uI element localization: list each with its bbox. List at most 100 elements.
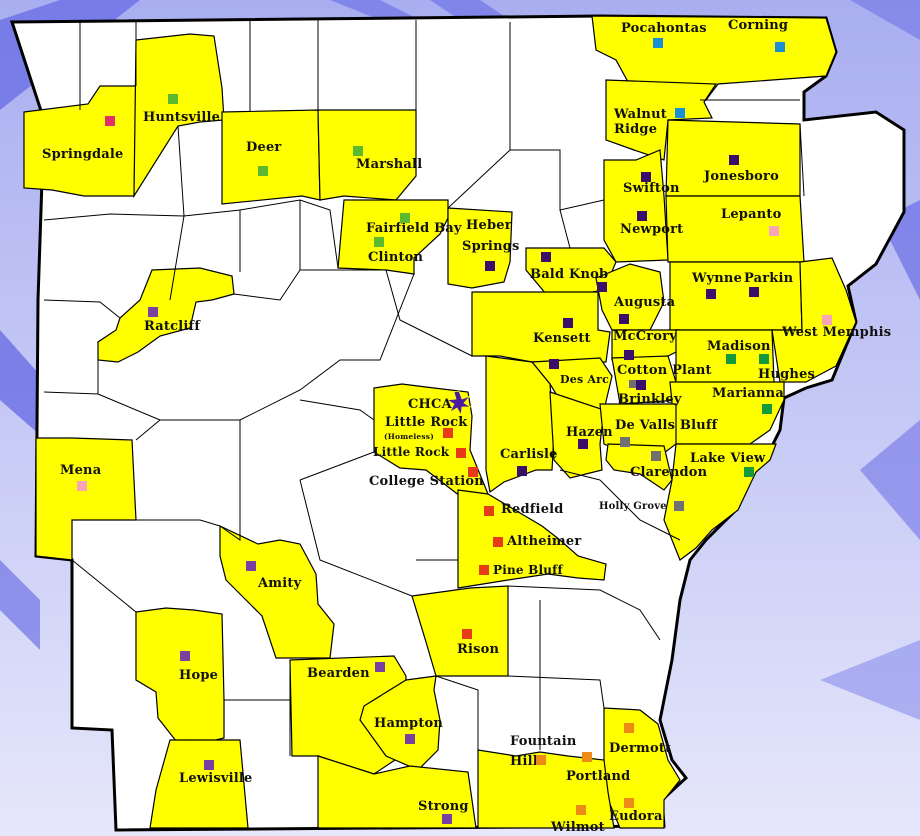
marker-amity xyxy=(246,561,256,571)
marker-carlisle xyxy=(517,466,527,476)
marker-kensett xyxy=(563,318,573,328)
marker-corning xyxy=(775,42,785,52)
label-hill: Hill xyxy=(510,754,538,769)
marker-jonesboro xyxy=(729,155,739,165)
label-chca: CHCA xyxy=(408,397,452,412)
label-eudora: Eudora xyxy=(609,809,663,824)
marker-little-rock xyxy=(456,448,466,458)
label-pocahontas: Pocahontas xyxy=(621,21,707,36)
marker-hope xyxy=(180,651,190,661)
marker-marianna xyxy=(762,404,772,414)
county-boundaries xyxy=(43,20,805,756)
label-clinton: Clinton xyxy=(368,250,424,265)
marker-de-valls-bluff xyxy=(620,437,630,447)
label-hope: Hope xyxy=(179,668,219,683)
marker-mena xyxy=(77,481,87,491)
label-brinkley: Brinkley xyxy=(618,392,682,407)
marker-redfield xyxy=(484,506,494,516)
label-bearden: Bearden xyxy=(307,666,370,681)
marker-deer xyxy=(258,166,268,176)
label-homeless: (Homeless) xyxy=(384,432,434,441)
label-pine-bluff: Pine Bluff xyxy=(493,563,563,577)
label-cotton-plant: Cotton Plant xyxy=(617,363,712,378)
label-fairfield-bay: Fairfield Bay xyxy=(366,221,462,236)
marker-marshall xyxy=(353,146,363,156)
marker-augusta xyxy=(597,282,607,292)
marker-cotton-plant xyxy=(636,380,646,390)
label-portland: Portland xyxy=(566,769,631,784)
marker-des-arc xyxy=(549,359,559,369)
label-amity: Amity xyxy=(258,576,302,591)
marker-clarendon xyxy=(651,451,661,461)
marker-ratcliff xyxy=(148,307,158,317)
marker-augusta-2 xyxy=(619,314,629,324)
marker-newport xyxy=(637,211,647,221)
label-mena: Mena xyxy=(60,463,102,478)
marker-west-memphis xyxy=(822,315,832,325)
marker-dermott xyxy=(624,723,634,733)
label-bald-knob: Bald Knob xyxy=(530,267,609,282)
marker-hughes xyxy=(759,354,769,364)
label-newport: Newport xyxy=(620,222,684,237)
marker-lepanto xyxy=(769,226,779,236)
marker-parkin xyxy=(749,287,759,297)
label-de-valls-bluff: De Valls Bluff xyxy=(615,418,718,433)
label-ratcliff: Ratcliff xyxy=(144,319,201,334)
label-swifton: Swifton xyxy=(623,181,680,196)
marker-clinton xyxy=(374,237,384,247)
label-lewisville: Lewisville xyxy=(179,771,253,786)
label-holly-grove: Holly Grove xyxy=(599,501,667,512)
marker-portland xyxy=(582,752,592,762)
label-lake-view: Lake View xyxy=(690,451,766,466)
label-marianna: Marianna xyxy=(712,386,784,401)
label-ridge: Ridge xyxy=(614,122,658,137)
marker-pocahontas xyxy=(653,38,663,48)
label-wynne: Wynne xyxy=(692,271,743,286)
label-hughes: Hughes xyxy=(758,367,816,382)
label-hampton: Hampton xyxy=(374,716,444,731)
label-madison: Madison xyxy=(707,339,771,354)
chca-star-icon xyxy=(445,390,473,417)
marker-swifton xyxy=(641,172,651,182)
label-augusta: Augusta xyxy=(614,295,676,310)
label-lepanto: Lepanto xyxy=(721,207,782,222)
label-corning: Corning xyxy=(728,18,789,33)
label-little-rock-2: Little Rock xyxy=(373,445,450,459)
label-kensett: Kensett xyxy=(533,331,591,346)
marker-wilmot xyxy=(576,805,586,815)
label-walnut: Walnut xyxy=(614,107,667,122)
label-deer: Deer xyxy=(246,140,282,155)
marker-wynne xyxy=(706,289,716,299)
marker-little-rock-homeless xyxy=(443,428,453,438)
marker-lewisville xyxy=(204,760,214,770)
label-fountain: Fountain xyxy=(510,734,577,749)
label-springs: Springs xyxy=(462,239,520,254)
label-college-station: College Station xyxy=(369,474,484,489)
marker-lake-view xyxy=(744,467,754,477)
marker-mccrory xyxy=(624,350,634,360)
label-parkin: Parkin xyxy=(744,271,794,286)
marker-heber-springs xyxy=(485,261,495,271)
marker-springdale xyxy=(105,116,115,126)
label-heber: Heber xyxy=(466,218,512,233)
marker-pine-bluff xyxy=(479,565,489,575)
label-mccrory: McCrory xyxy=(613,329,677,344)
label-carlisle: Carlisle xyxy=(500,447,558,462)
marker-hampton xyxy=(405,734,415,744)
label-wilmot: Wilmot xyxy=(551,820,605,835)
marker-madison xyxy=(726,354,736,364)
marker-altheimer xyxy=(493,537,503,547)
label-des-arc: Des Arc xyxy=(560,373,609,386)
label-dermott: Dermott xyxy=(609,741,672,756)
label-springdale: Springdale xyxy=(42,147,124,162)
marker-bearden xyxy=(375,662,385,672)
marker-huntsville xyxy=(168,94,178,104)
label-marshall: Marshall xyxy=(356,157,423,172)
marker-college-station xyxy=(468,467,478,477)
marker-fairfield-bay xyxy=(400,213,410,223)
marker-rison xyxy=(462,629,472,639)
label-altheimer: Altheimer xyxy=(507,534,582,549)
label-rison: Rison xyxy=(457,642,500,657)
label-huntsville: Huntsville xyxy=(143,110,221,125)
marker-bald-knob xyxy=(541,252,551,262)
